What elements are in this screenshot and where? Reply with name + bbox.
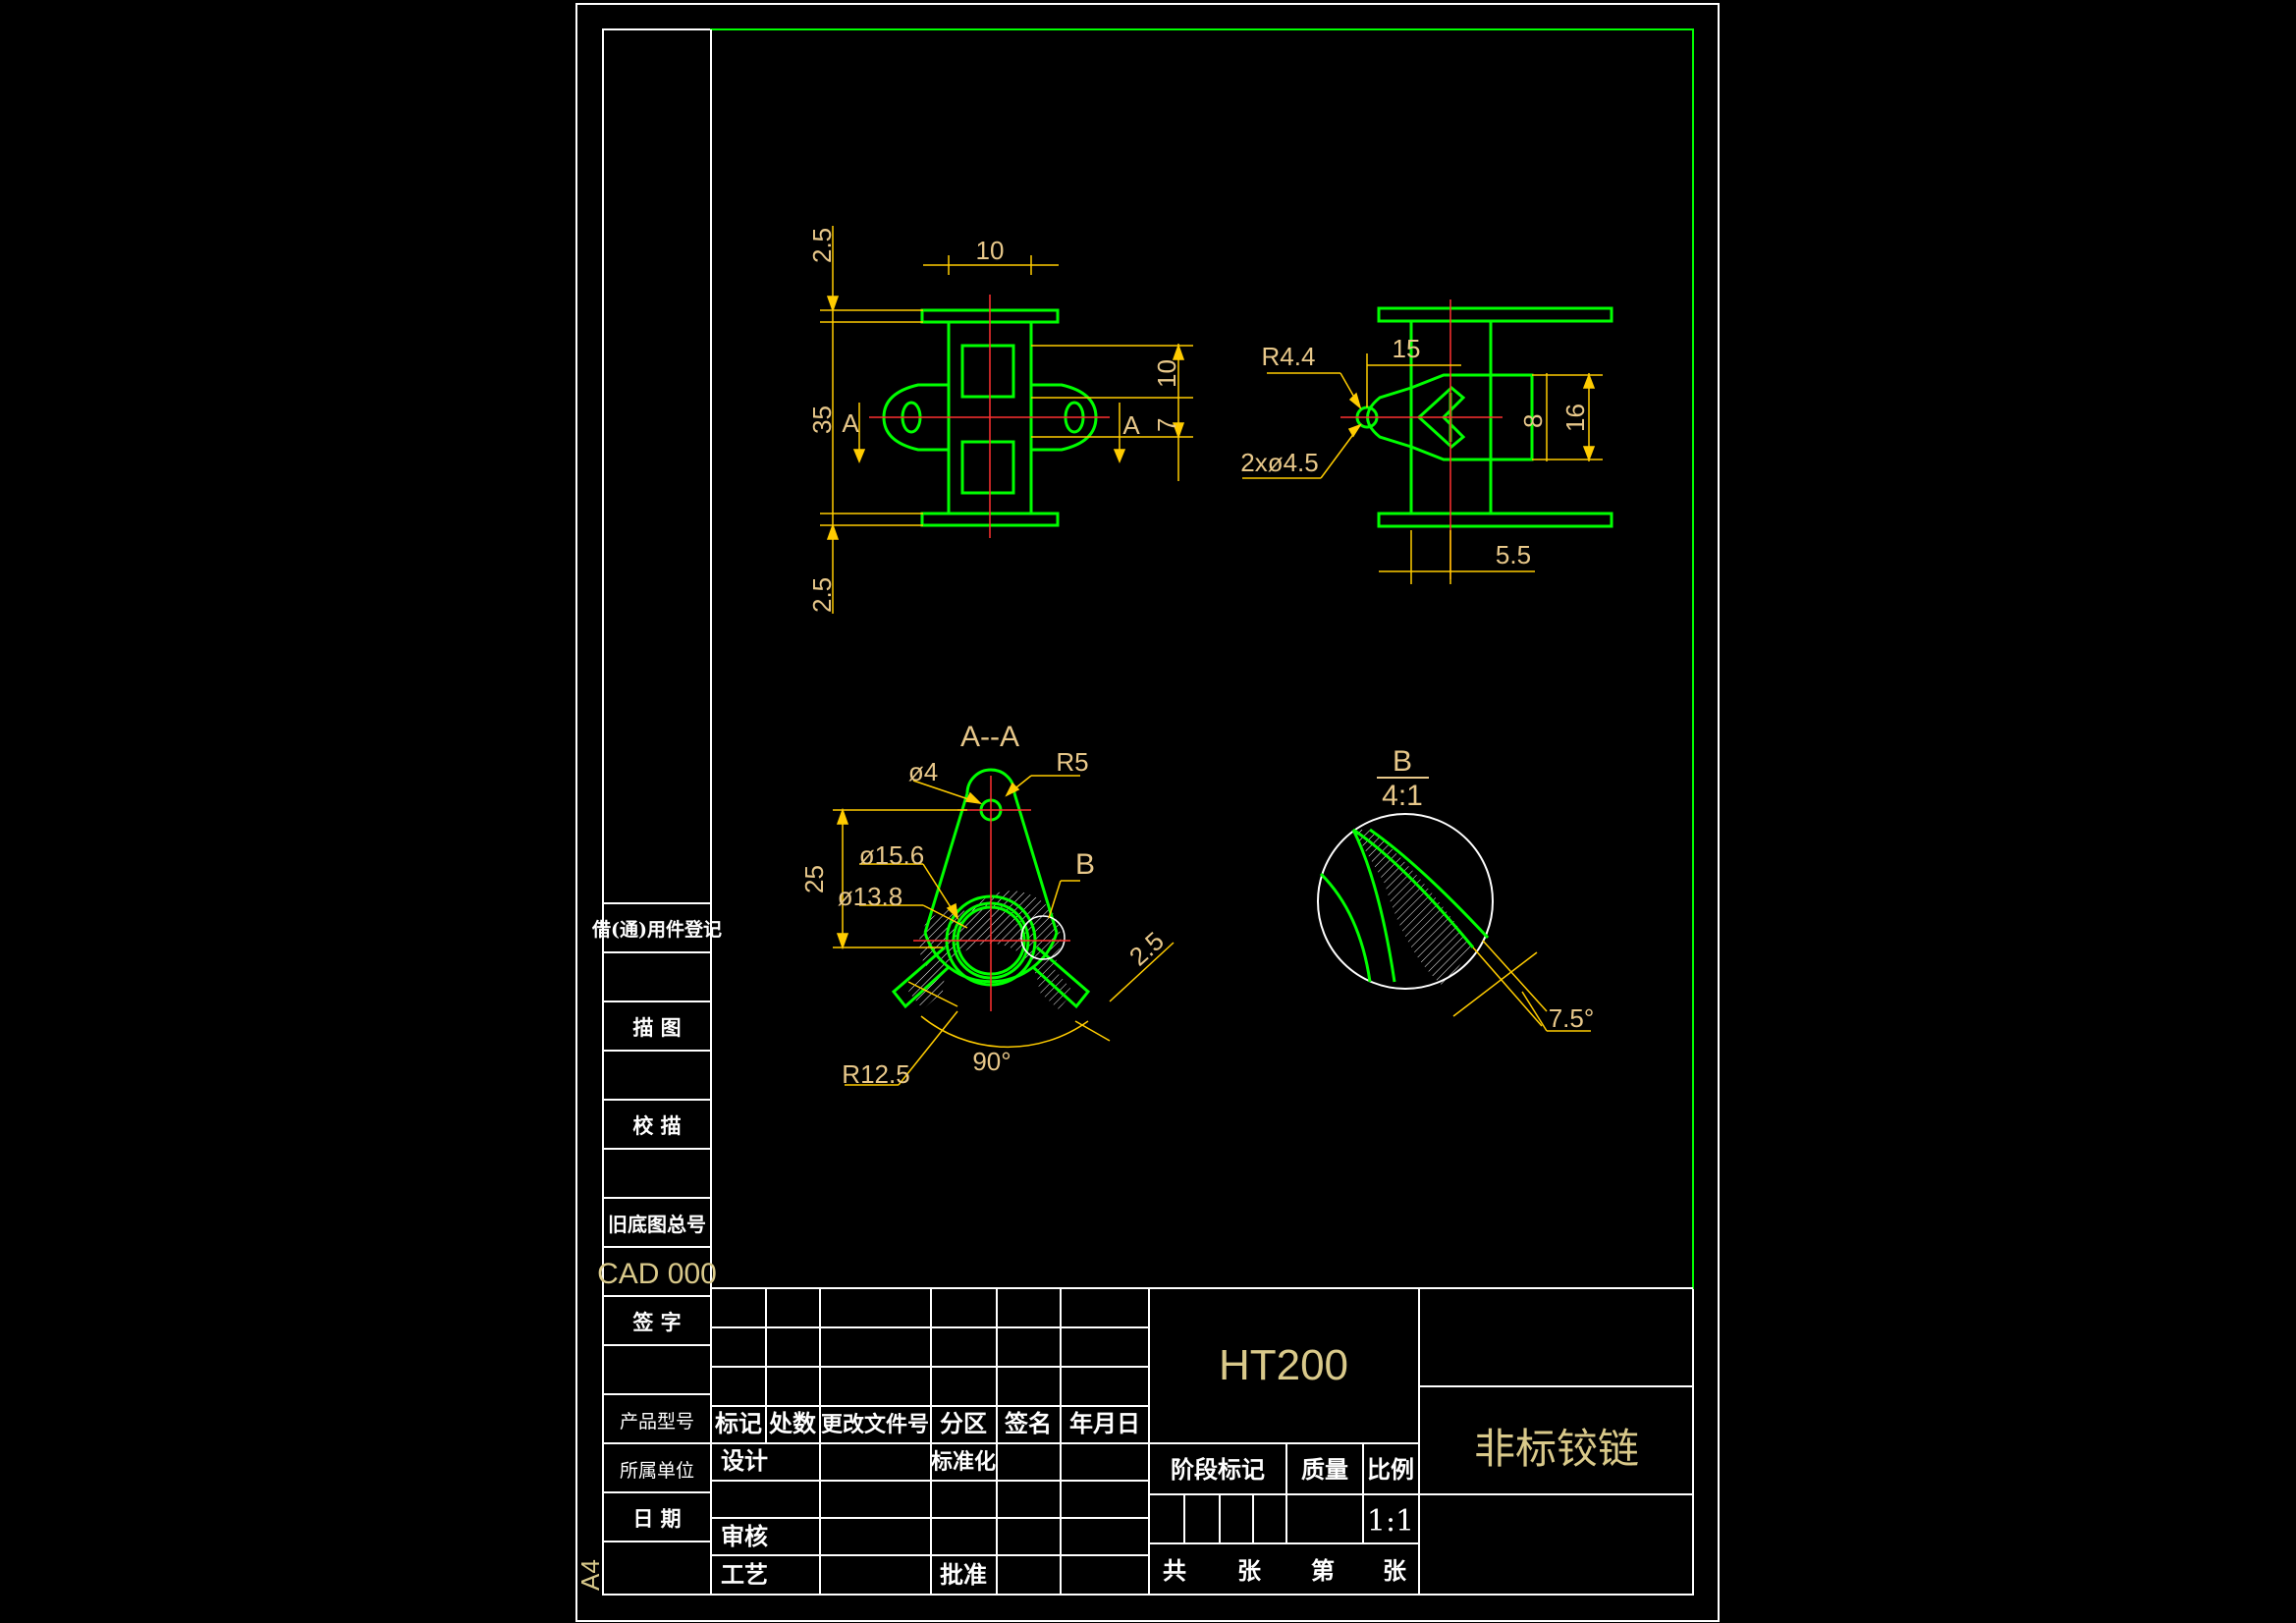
side-radius: R4.4 [1262,342,1316,371]
side-holes: 2xø4.5 [1240,448,1319,477]
side-view: R4.4 15 2xø4.5 8 16 5.5 [1240,299,1613,584]
design-label: 设计 [721,1446,768,1475]
section-arc-radius: R12.5 [842,1059,909,1089]
process-label: 工艺 [721,1560,768,1589]
section-hatch [908,891,1073,1009]
detail-scale: 4:1 [1382,780,1423,812]
drawing-frame [575,3,1720,1622]
part-name: 非标铰链 [1474,1425,1639,1473]
stage-mark-label: 阶段标记 [1171,1455,1265,1484]
section-thickness: 2.5 [1123,926,1170,971]
sheet-number-label: 第 [1311,1556,1335,1585]
title-block-grid [711,1287,1693,1595]
header-date: 年月日 [1069,1409,1140,1437]
review-label: 审核 [721,1522,768,1550]
front-dim-right-lower: 7 [1152,418,1181,432]
section-hole-dia: ø4 [908,757,938,786]
unit-label: 所属单位 [620,1460,694,1482]
header-mark: 标记 [715,1409,762,1437]
side-offset: 15 [1393,334,1421,363]
header-count: 处数 [768,1409,817,1437]
header-change-doc: 更改文件号 [821,1412,929,1437]
detail-hatch [1353,830,1473,987]
section-mark-right: A [1122,410,1140,440]
section-tip-radius: R5 [1056,747,1088,777]
section-angle: 90° [972,1047,1011,1076]
signature-label: 签 字 [631,1310,681,1334]
side-bottom-offset: 5.5 [1496,540,1531,569]
sheets-total-label: 共 [1163,1556,1186,1585]
header-signature: 签名 [1004,1409,1052,1437]
standardization-label: 标准化 [931,1449,996,1475]
front-dim-height: 35 [807,406,837,434]
header-zone: 分区 [940,1409,987,1437]
front-view: 10 2.5 35 2.5 10 7 A A [807,226,1193,614]
section-detail-mark: B [1075,848,1095,881]
detail-view: B 4:1 7.5° [1317,745,1595,1033]
paper-size-label: A4 [575,1559,605,1591]
old-drawing-number-label: 旧底图总号 [608,1213,706,1236]
scale-label: 比例 [1367,1455,1414,1484]
section-mark-left: A [842,408,859,438]
material-value: HT200 [1219,1341,1348,1389]
section-title: A--A [960,721,1019,753]
side-inner-height: 8 [1518,414,1548,428]
front-dim-top-flange: 2.5 [807,228,837,263]
detail-angle: 7.5° [1549,1003,1595,1033]
section-view: A--A ø4 R5 25 ø15.6 ø13.8 B 2.5 R12.5 90… [799,721,1175,1089]
front-dim-right-upper: 10 [1152,359,1181,388]
approve-label: 批准 [940,1560,987,1589]
front-dim-bottom-flange: 2.5 [807,577,837,613]
trace-check-label: 校 描 [632,1113,681,1138]
borrow-register-label: 借(通)用件登记 [591,918,722,941]
sheet-unit-label: 张 [1383,1556,1407,1585]
tracing-label: 描 图 [632,1015,681,1040]
sheets-unit-label: 张 [1237,1556,1262,1585]
section-inner-dia: ø13.8 [838,882,903,911]
old-drawing-number-value: CAD 000 [597,1258,717,1290]
mass-label: 质量 [1301,1455,1348,1484]
product-model-label: 产品型号 [620,1411,694,1433]
side-outer-height: 16 [1560,404,1590,432]
section-outer-dia: ø15.6 [859,840,925,870]
date-label: 日 期 [632,1506,681,1531]
scale-value: 1:1 [1367,1504,1414,1539]
side-panel [603,902,711,1542]
front-dim-top-width: 10 [976,236,1005,265]
detail-label: B [1393,745,1412,778]
section-height: 25 [799,865,829,893]
